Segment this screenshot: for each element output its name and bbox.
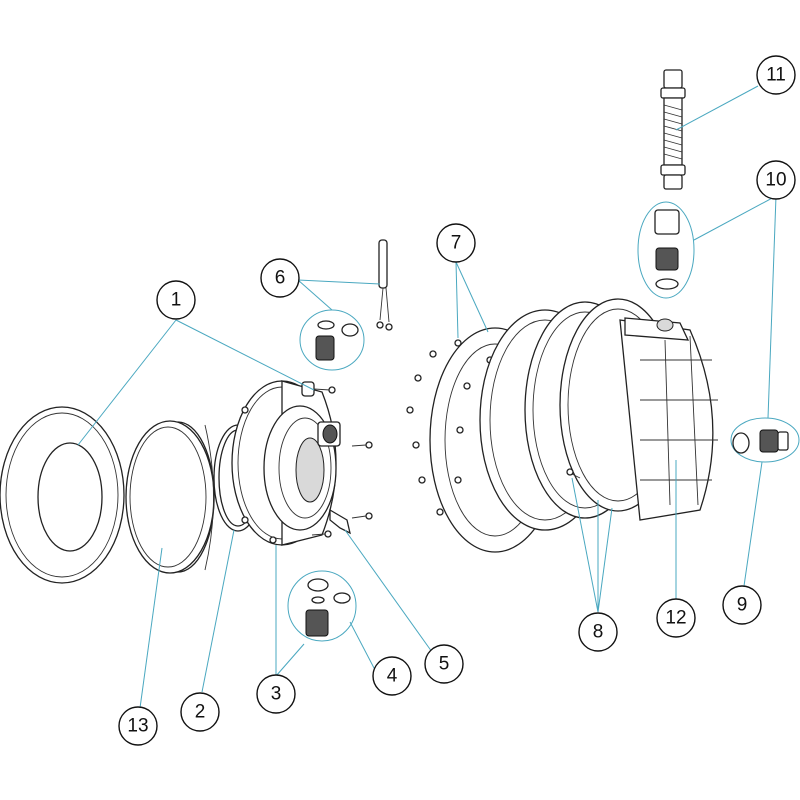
callout-5-label: 5 xyxy=(439,654,450,675)
callout-3-label: 3 xyxy=(271,684,282,705)
callout-10: 10 xyxy=(756,160,796,200)
flexible-conduit xyxy=(660,69,686,190)
callout-7-label: 7 xyxy=(451,233,462,254)
side-plug-kit xyxy=(730,417,800,463)
trim-ring xyxy=(0,406,125,584)
callout-6-label: 6 xyxy=(275,268,286,289)
callout-9: 9 xyxy=(722,585,762,625)
leader-7b xyxy=(455,261,489,333)
leader-13 xyxy=(139,547,163,709)
leader-7a xyxy=(455,261,459,339)
callout-2: 2 xyxy=(180,692,220,732)
clamp-bracket xyxy=(311,508,373,538)
callout-11-label: 11 xyxy=(766,65,786,86)
callout-10-label: 10 xyxy=(765,170,786,191)
leader-lines xyxy=(77,85,777,709)
leader-5 xyxy=(344,529,433,653)
cable-gland-kit-top xyxy=(299,309,365,371)
group-oval-4 xyxy=(287,570,357,642)
callout-11: 11 xyxy=(756,55,796,95)
callout-6: 6 xyxy=(260,258,300,298)
leader-4 xyxy=(349,621,375,669)
callout-4: 4 xyxy=(372,656,412,696)
leader-8c xyxy=(597,507,613,613)
leader-9 xyxy=(743,461,763,587)
cable-lead xyxy=(376,239,393,331)
housing-screw-right xyxy=(351,441,373,449)
callout-8-label: 8 xyxy=(593,622,604,643)
leader-2 xyxy=(201,529,235,693)
conduit-fitting-kit xyxy=(637,201,695,299)
callout-8: 8 xyxy=(578,612,618,652)
leader-11 xyxy=(675,85,759,131)
lens-cover xyxy=(125,420,215,574)
callout-13: 13 xyxy=(118,706,158,746)
leader-3b xyxy=(275,643,305,677)
cable-gland-kit-bottom xyxy=(287,570,357,642)
callout-12-label: 12 xyxy=(665,608,686,629)
callout-4-label: 4 xyxy=(387,666,398,687)
leader-1b xyxy=(175,319,315,391)
callout-3: 3 xyxy=(256,674,296,714)
callout-13-label: 13 xyxy=(127,716,148,737)
leader-8a xyxy=(571,477,599,613)
callout-12: 12 xyxy=(656,598,696,638)
leader-10b xyxy=(767,195,777,419)
callout-9-label: 9 xyxy=(737,595,748,616)
leader-6a xyxy=(297,279,381,285)
callout-2-label: 2 xyxy=(195,702,206,723)
callout-5: 5 xyxy=(424,644,464,684)
niche-can xyxy=(619,317,718,521)
leader-10a xyxy=(693,195,777,241)
callout-7: 7 xyxy=(436,223,476,263)
niche-housing xyxy=(231,380,341,546)
leader-6b xyxy=(297,279,333,311)
callout-1: 1 xyxy=(156,280,196,320)
leader-1a xyxy=(77,319,177,446)
callout-1-label: 1 xyxy=(171,290,182,311)
